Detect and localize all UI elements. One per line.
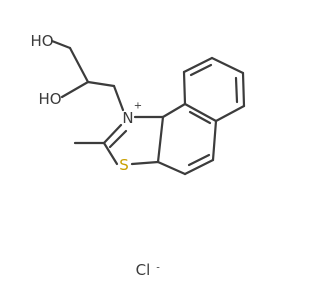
chloride-label: Cl bbox=[136, 261, 151, 279]
bond-c9-c8 bbox=[182, 56, 214, 74]
bond-ho-ch2 bbox=[50, 39, 72, 50]
hydroxyl-label-middle: HO bbox=[38, 90, 61, 108]
bond-c4-c5-inner bbox=[187, 153, 211, 167]
bond-s-c bbox=[130, 160, 160, 166]
bond-ch2-ch bbox=[68, 46, 90, 84]
bond-ch2n-n bbox=[112, 84, 125, 112]
bond-c9b-c3a bbox=[156, 115, 165, 164]
bond-c7-c6 bbox=[241, 71, 246, 108]
bond-c9-c8-inner bbox=[189, 63, 213, 77]
atom-labels: HO HO N + S Cl - bbox=[30, 32, 160, 279]
bond-c8-c7 bbox=[210, 56, 245, 75]
bond-c9a-c9 bbox=[182, 70, 187, 106]
bond-c9a-c9-inner bbox=[188, 110, 212, 125]
bond-c5a-c9a bbox=[183, 102, 218, 123]
sulfur-label: S bbox=[119, 156, 129, 174]
bond-c3a-c4 bbox=[156, 160, 187, 176]
bond-ch-oh bbox=[60, 80, 90, 99]
chemical-structure-diagram: HO HO N + S Cl - bbox=[30, 32, 246, 279]
bond-n-c2 bbox=[102, 123, 123, 145]
nitrogen-label: N bbox=[122, 109, 133, 127]
bond-c7-c6-inner bbox=[234, 76, 239, 104]
bond-ch-ch2n bbox=[86, 80, 116, 88]
bond-c2-s bbox=[102, 141, 119, 166]
bonds bbox=[50, 39, 246, 176]
bond-n-c2-double bbox=[108, 129, 128, 149]
bond-c6-c5a bbox=[214, 104, 246, 123]
bond-c9b-c9a bbox=[161, 102, 187, 119]
bond-c4-c5 bbox=[183, 158, 215, 176]
bond-c5-c5a bbox=[211, 119, 218, 162]
chloride-charge: - bbox=[156, 263, 160, 274]
nitrogen-charge: + bbox=[134, 101, 142, 112]
hydroxyl-label-top: HO bbox=[30, 32, 53, 50]
